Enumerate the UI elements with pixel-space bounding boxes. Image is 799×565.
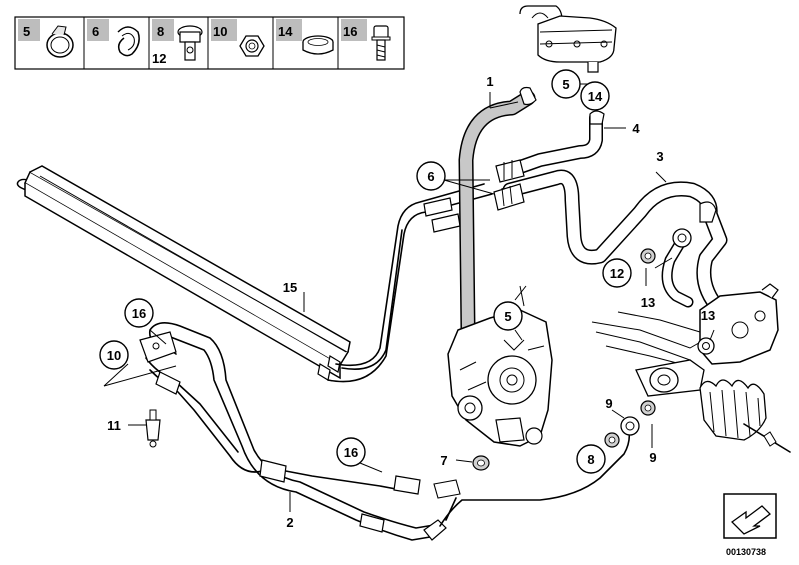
pressure-line-banjo [604, 400, 656, 448]
hose-3 [493, 169, 728, 318]
callout-16-lower: 16 [344, 445, 358, 460]
legend-label: 6 [92, 24, 99, 39]
callout-8: 8 [587, 452, 594, 467]
legend-label: 16 [343, 24, 357, 39]
legend-item-hex-nut: 10 [211, 19, 265, 57]
callout-14: 14 [588, 89, 603, 104]
callout-11: 11 [107, 418, 121, 433]
callout-13-upper: 13 [641, 295, 655, 310]
callout-12: 12 [610, 266, 624, 281]
hose-clamp-icon [46, 25, 74, 58]
callout-2: 2 [286, 515, 293, 530]
callouts: 1 5 14 4 3 6 15 5 12 13 13 16 10 11 16 7… [99, 69, 715, 530]
callout-9-lower: 9 [649, 450, 656, 465]
legend-label: 8 [157, 24, 164, 39]
cooler-line-fittings [423, 197, 461, 233]
legend-item-bolt: 16 [341, 19, 391, 61]
legend-label-secondary: 12 [152, 51, 166, 66]
legend-label: 14 [278, 24, 293, 39]
steering-pump [447, 285, 553, 447]
legend-label: 10 [213, 24, 227, 39]
oil-cooler [16, 165, 351, 381]
hose-2 [139, 322, 631, 541]
reference-number: 00130738 [726, 547, 766, 557]
clip-icon [117, 26, 140, 57]
callout-3: 3 [656, 149, 663, 164]
legend-item-hose-clamp: 5 [18, 19, 74, 58]
callout-10: 10 [107, 348, 121, 363]
fluid-reservoir [519, 5, 617, 73]
banjo-bolt-icon [177, 25, 203, 61]
callout-7: 7 [440, 453, 447, 468]
callout-5-pump: 5 [504, 309, 511, 324]
callout-1: 1 [486, 74, 493, 89]
sealing-washer-7 [472, 455, 490, 471]
arrow-icon [730, 505, 771, 535]
leader-lines [103, 83, 715, 512]
legend-item-banjo-bolt: 8 12 [152, 19, 203, 66]
callout-13-rack: 13 [701, 308, 715, 323]
callout-15: 15 [283, 280, 297, 295]
callout-5-top: 5 [562, 77, 569, 92]
diagram-navigation-button[interactable] [723, 493, 777, 539]
pressure-switch-11 [145, 409, 161, 448]
hose-4 [495, 110, 605, 183]
callout-6: 6 [427, 169, 434, 184]
steering-rack [591, 283, 791, 453]
parts-legend: 5 6 8 12 [14, 16, 405, 70]
clamp-ring-icon [302, 35, 334, 55]
legend-item-clamp-ring: 14 [276, 19, 334, 55]
callout-16-left: 16 [132, 306, 146, 321]
bolt-icon [371, 25, 391, 61]
callout-4: 4 [632, 121, 640, 136]
legend-label: 5 [23, 24, 30, 39]
legend-item-clip: 6 [87, 19, 140, 57]
pressure-line-upper [640, 228, 694, 308]
hex-nut-icon [239, 35, 265, 57]
callout-9-upper: 9 [605, 396, 612, 411]
